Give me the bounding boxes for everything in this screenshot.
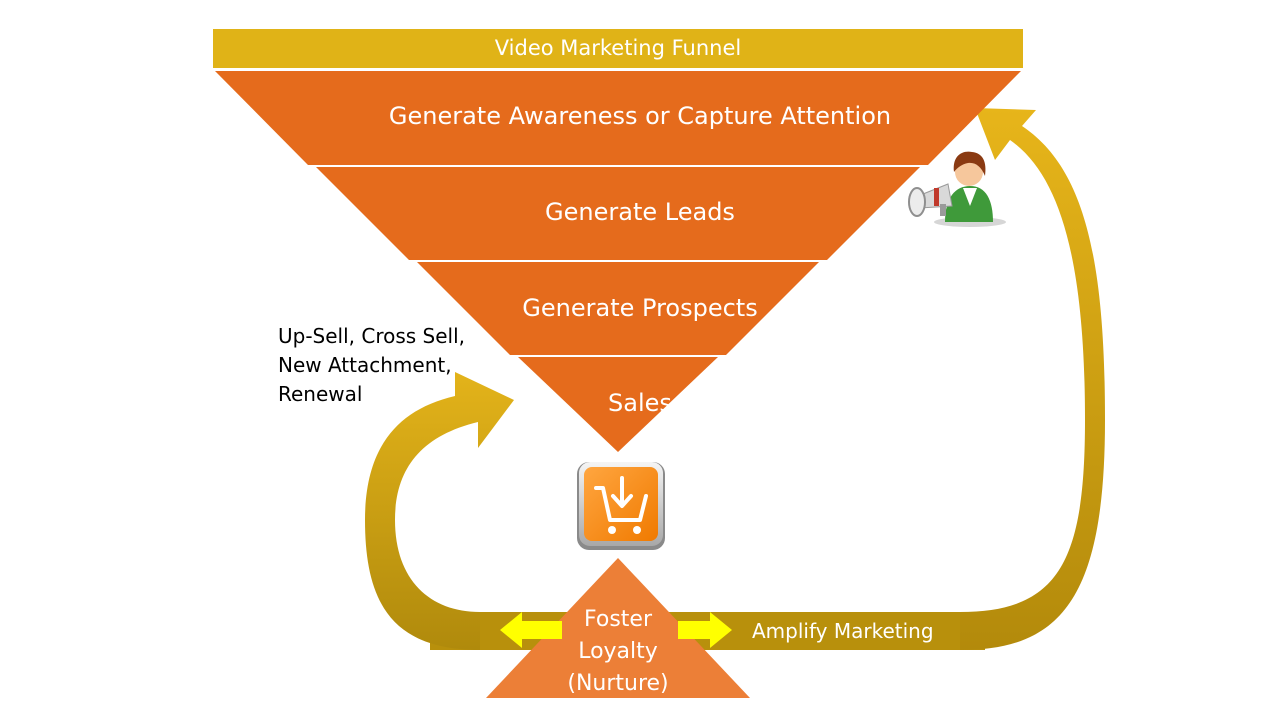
loop-left-arrow: [365, 372, 514, 650]
funnel-stage-4-label: Sales: [608, 389, 672, 417]
person-megaphone-icon: [908, 151, 1006, 227]
funnel-stage-2-label: Generate Leads: [545, 198, 735, 226]
title-bar: [213, 29, 1023, 68]
base-triangle: [486, 558, 750, 698]
base-label: Foster Loyalty (Nurture): [567, 607, 669, 696]
loop-left-label: Up-Sell, Cross Sell, New Attachment, Ren…: [278, 324, 466, 406]
loop-right-arrow: [960, 108, 1105, 650]
loop-right-label: Amplify Marketing: [752, 619, 934, 643]
funnel-stage-4: [518, 357, 718, 452]
funnel-stage-3: [417, 262, 819, 355]
funnel-stage-2: [316, 167, 920, 260]
funnel-stage-1-label: Generate Awareness or Capture Attention: [388, 102, 892, 130]
shopping-cart-download-icon: [577, 462, 665, 550]
funnel-stage-1: [215, 71, 1021, 165]
diagram-title: Video Marketing Funnel: [494, 36, 742, 60]
double-arrow-icon: [500, 612, 732, 648]
funnel-stage-3-label: Generate Prospects: [522, 294, 758, 322]
